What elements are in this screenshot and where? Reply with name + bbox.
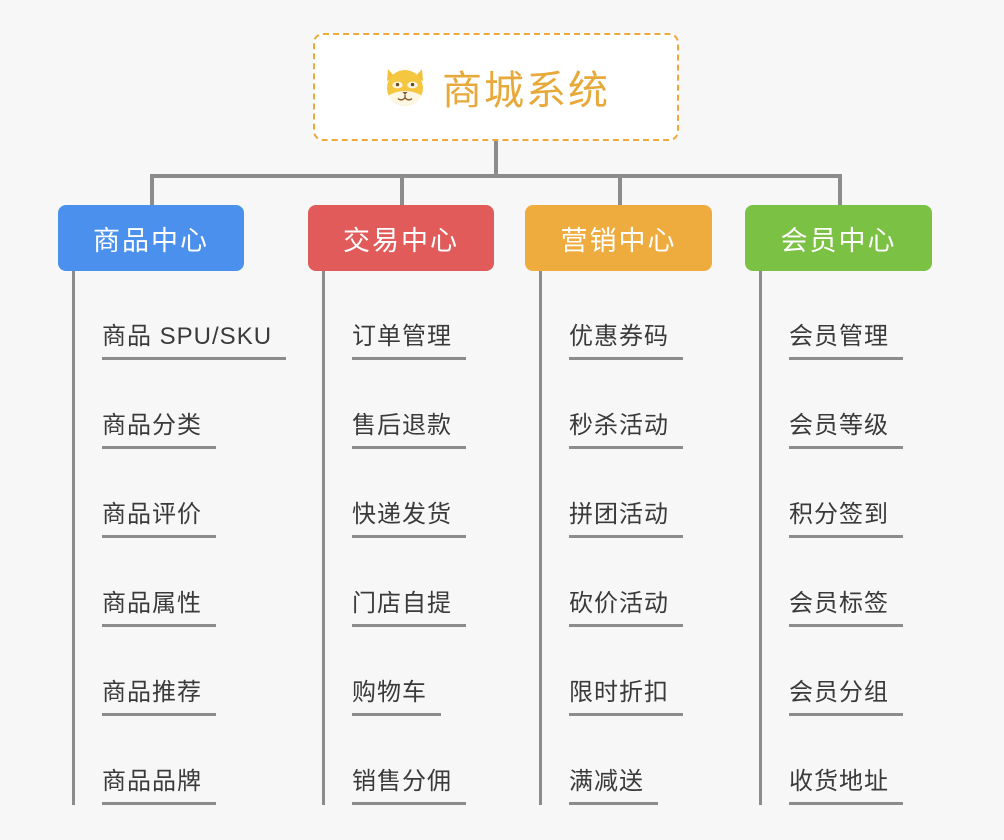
branch-header-label-1: 商品中心 — [93, 225, 209, 256]
branch-header-1[interactable]: 商品中心 — [58, 205, 244, 271]
leaf-item[interactable]: 会员管理 — [745, 271, 932, 360]
leaf-item[interactable]: 购物车 — [308, 627, 494, 716]
leaf-label: 销售分佣 — [352, 761, 466, 805]
leaf-label: 会员管理 — [789, 316, 903, 360]
leaf-item[interactable]: 商品推荐 — [58, 627, 244, 716]
leaf-item[interactable]: 门店自提 — [308, 538, 494, 627]
leaf-label: 砍价活动 — [569, 583, 683, 627]
leaf-label: 商品属性 — [102, 583, 216, 627]
connector-drop-4 — [838, 174, 842, 207]
leaf-label: 限时折扣 — [569, 672, 683, 716]
leaf-label: 优惠券码 — [569, 316, 683, 360]
leaf-trunk-4 — [759, 271, 762, 805]
leaf-item[interactable]: 商品评价 — [58, 449, 244, 538]
leaf-label: 满减送 — [569, 761, 658, 805]
leaf-label: 售后退款 — [352, 405, 466, 449]
connector-drop-1 — [150, 174, 154, 207]
leaf-item[interactable]: 商品属性 — [58, 538, 244, 627]
connector-root-stem — [494, 141, 498, 176]
leaf-item[interactable]: 优惠券码 — [525, 271, 712, 360]
leaf-label: 拼团活动 — [569, 494, 683, 538]
leaf-label: 会员等级 — [789, 405, 903, 449]
leaf-item[interactable]: 会员等级 — [745, 360, 932, 449]
leaf-label: 门店自提 — [352, 583, 466, 627]
leaf-item[interactable]: 拼团活动 — [525, 449, 712, 538]
branch-header-label-2: 交易中心 — [343, 225, 459, 256]
leaf-label: 会员分组 — [789, 672, 903, 716]
branch-header-label-3: 营销中心 — [560, 225, 677, 256]
leaf-item[interactable]: 订单管理 — [308, 271, 494, 360]
branch-header-label-4: 会员中心 — [780, 225, 897, 256]
leaf-label: 秒杀活动 — [569, 405, 683, 449]
root-node[interactable]: 商城系统 — [313, 33, 679, 141]
connector-drop-3 — [618, 174, 622, 207]
leaf-label: 订单管理 — [352, 316, 466, 360]
leaf-label: 商品 SPU/SKU — [102, 316, 287, 360]
leaf-label: 商品评价 — [102, 494, 216, 538]
branch-column-4: 会员中心 会员管理 会员等级 积分签到 会员标签 会员分组 收货地址 — [745, 205, 932, 805]
leaf-label: 商品分类 — [102, 405, 216, 449]
leaf-label: 会员标签 — [789, 583, 903, 627]
leaf-label: 积分签到 — [789, 494, 903, 538]
leaf-trunk-3 — [539, 271, 542, 805]
leaf-item[interactable]: 会员分组 — [745, 627, 932, 716]
leaf-label: 购物车 — [352, 672, 441, 716]
leaf-label: 商品推荐 — [102, 672, 216, 716]
leaf-list-3: 优惠券码 秒杀活动 拼团活动 砍价活动 限时折扣 满减送 — [525, 271, 712, 805]
leaf-list-1: 商品 SPU/SKU 商品分类 商品评价 商品属性 商品推荐 商品品牌 — [58, 271, 287, 805]
leaf-item[interactable]: 商品分类 — [58, 360, 244, 449]
branch-header-2[interactable]: 交易中心 — [308, 205, 494, 271]
leaf-item[interactable]: 砍价活动 — [525, 538, 712, 627]
leaf-item[interactable]: 秒杀活动 — [525, 360, 712, 449]
leaf-label: 快递发货 — [352, 494, 466, 538]
leaf-label: 收货地址 — [789, 761, 903, 805]
leaf-list-4: 会员管理 会员等级 积分签到 会员标签 会员分组 收货地址 — [745, 271, 932, 805]
branch-header-3[interactable]: 营销中心 — [525, 205, 712, 271]
leaf-item[interactable]: 满减送 — [525, 716, 712, 805]
leaf-item[interactable]: 快递发货 — [308, 449, 494, 538]
branch-header-4[interactable]: 会员中心 — [745, 205, 932, 271]
leaf-item[interactable]: 限时折扣 — [525, 627, 712, 716]
leaf-trunk-1 — [72, 271, 75, 805]
leaf-item[interactable]: 售后退款 — [308, 360, 494, 449]
leaf-item[interactable]: 积分签到 — [745, 449, 932, 538]
dog-face-icon — [382, 64, 428, 110]
leaf-list-2: 订单管理 售后退款 快递发货 门店自提 购物车 销售分佣 — [308, 271, 494, 805]
leaf-item[interactable]: 收货地址 — [745, 716, 932, 805]
leaf-item[interactable]: 销售分佣 — [308, 716, 494, 805]
leaf-item[interactable]: 会员标签 — [745, 538, 932, 627]
connector-bus — [150, 174, 840, 178]
branch-column-3: 营销中心 优惠券码 秒杀活动 拼团活动 砍价活动 限时折扣 满减送 — [525, 205, 712, 805]
root-title: 商城系统 — [442, 69, 610, 113]
branch-column-1: 商品中心 商品 SPU/SKU 商品分类 商品评价 商品属性 商品推荐 商品品牌 — [58, 205, 287, 805]
leaf-label: 商品品牌 — [102, 761, 216, 805]
leaf-item[interactable]: 商品品牌 — [58, 716, 244, 805]
connector-drop-2 — [400, 174, 404, 207]
leaf-item[interactable]: 商品 SPU/SKU — [58, 271, 287, 360]
leaf-trunk-2 — [322, 271, 325, 805]
branch-column-2: 交易中心 订单管理 售后退款 快递发货 门店自提 购物车 销售分佣 — [308, 205, 494, 805]
